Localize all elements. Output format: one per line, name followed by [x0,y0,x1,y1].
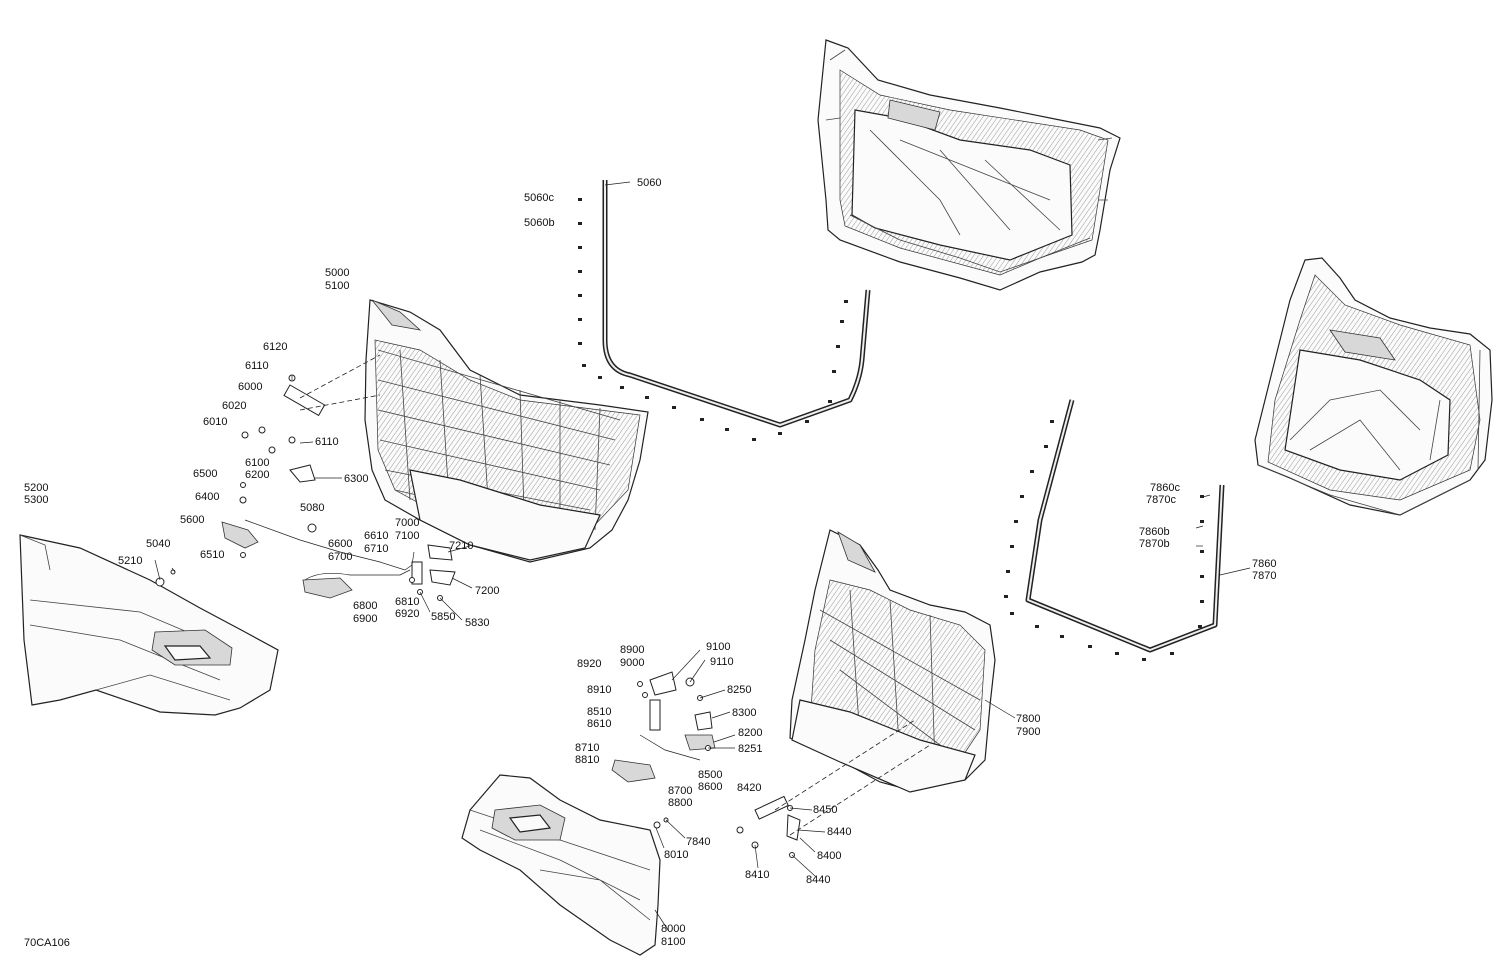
callout-7000: 7000 [395,517,420,529]
rear-door-frame-top [817,39,1121,291]
callout-7900: 7900 [1016,726,1041,738]
callout-9100: 9100 [706,641,731,653]
callout-6110-b: 6110 [315,436,339,448]
callout-8600: 8600 [698,781,723,793]
callout-5080: 5080 [300,502,325,514]
callout-8251: 8251 [738,743,763,755]
callout-6200: 6200 [245,469,270,481]
callout-8900: 8900 [620,644,645,656]
latch-hardware-rear [611,671,801,858]
callout-6100: 6100 [245,457,270,469]
front-door-frame [364,299,649,563]
callout-8440: 8440 [827,826,852,838]
callout-7860: 7860 [1252,558,1277,570]
callout-6920: 6920 [395,608,420,620]
callout-7840: 7840 [686,836,711,848]
callout-7860b: 7860b [1139,526,1170,538]
callout-6810: 6810 [395,596,420,608]
callout-8910: 8910 [587,684,612,696]
callout-8420: 8420 [737,782,762,794]
callout-5060c: 5060c [524,192,554,204]
callout-6110: 6110 [245,360,269,372]
callout-8400: 8400 [817,850,842,862]
callout-8010: 8010 [664,849,689,861]
callout-7800: 7800 [1016,713,1041,725]
callout-6700: 6700 [328,551,353,563]
callout-6300: 6300 [344,473,369,485]
callout-6120: 6120 [263,341,288,353]
callout-5210: 5210 [118,555,143,567]
callout-5000: 5000 [325,267,350,279]
rear-door-panel [461,774,661,956]
callout-5830: 5830 [465,617,490,629]
callout-8410: 8410 [745,869,770,881]
callout-8510: 8510 [587,706,612,718]
callout-7200: 7200 [475,585,500,597]
diagram-reference-code: 70CA106 [24,937,70,949]
callout-6800: 6800 [353,600,378,612]
callout-9110: 9110 [710,656,734,668]
callout-8800: 8800 [668,797,693,809]
callout-8300: 8300 [732,707,757,719]
callout-6510: 6510 [200,549,225,561]
callout-6400: 6400 [195,491,220,503]
callout-7870b: 7870b [1139,538,1170,550]
callout-5600: 5600 [180,514,205,526]
callout-8810: 8810 [575,754,600,766]
callout-6710: 6710 [364,543,389,555]
hardware-guide-lines-rear [774,719,931,836]
hardware-guide-lines-front [299,354,381,411]
leader-lines [154,181,1251,931]
callout-5300: 5300 [24,494,49,506]
callout-8920: 8920 [577,658,602,670]
callout-7100: 7100 [395,530,420,542]
callout-8700: 8700 [668,785,693,797]
callout-6610: 6610 [364,530,389,542]
seal-clips [578,198,1204,661]
callout-6900: 6900 [353,613,378,625]
callout-8440-b: 8440 [806,874,831,886]
callout-6010: 6010 [203,416,228,428]
callout-5040: 5040 [146,538,171,550]
door-seal-5060 [602,180,871,428]
callout-5850: 5850 [431,611,456,623]
callout-8100: 8100 [661,936,686,948]
callout-8250: 8250 [727,684,752,696]
callout-7870: 7870 [1252,570,1277,582]
callout-5060b: 5060b [524,217,555,229]
callout-8200: 8200 [738,727,763,739]
callout-9000: 9000 [620,657,645,669]
rear-door-frame-lower [789,529,996,793]
callout-7870c: 7870c [1146,494,1176,506]
callout-6020: 6020 [222,400,247,412]
callout-8450: 8450 [813,804,838,816]
callout-5060: 5060 [637,177,662,189]
callout-6500: 6500 [193,468,218,480]
rear-door-frame-right [1254,257,1493,516]
latch-hardware-front [155,374,456,601]
callout-6000: 6000 [238,381,263,393]
callout-8000: 8000 [661,923,686,935]
callout-5200: 5200 [24,482,49,494]
callout-6600: 6600 [328,538,353,550]
callout-8710: 8710 [575,742,600,754]
door-seal-7860 [1025,399,1225,653]
callout-8500: 8500 [698,769,723,781]
callout-7210: 7210 [449,540,474,552]
callout-7860c: 7860c [1150,482,1180,494]
callout-8610: 8610 [587,718,612,730]
front-door-panel [19,534,279,716]
callout-5100: 5100 [325,280,350,292]
